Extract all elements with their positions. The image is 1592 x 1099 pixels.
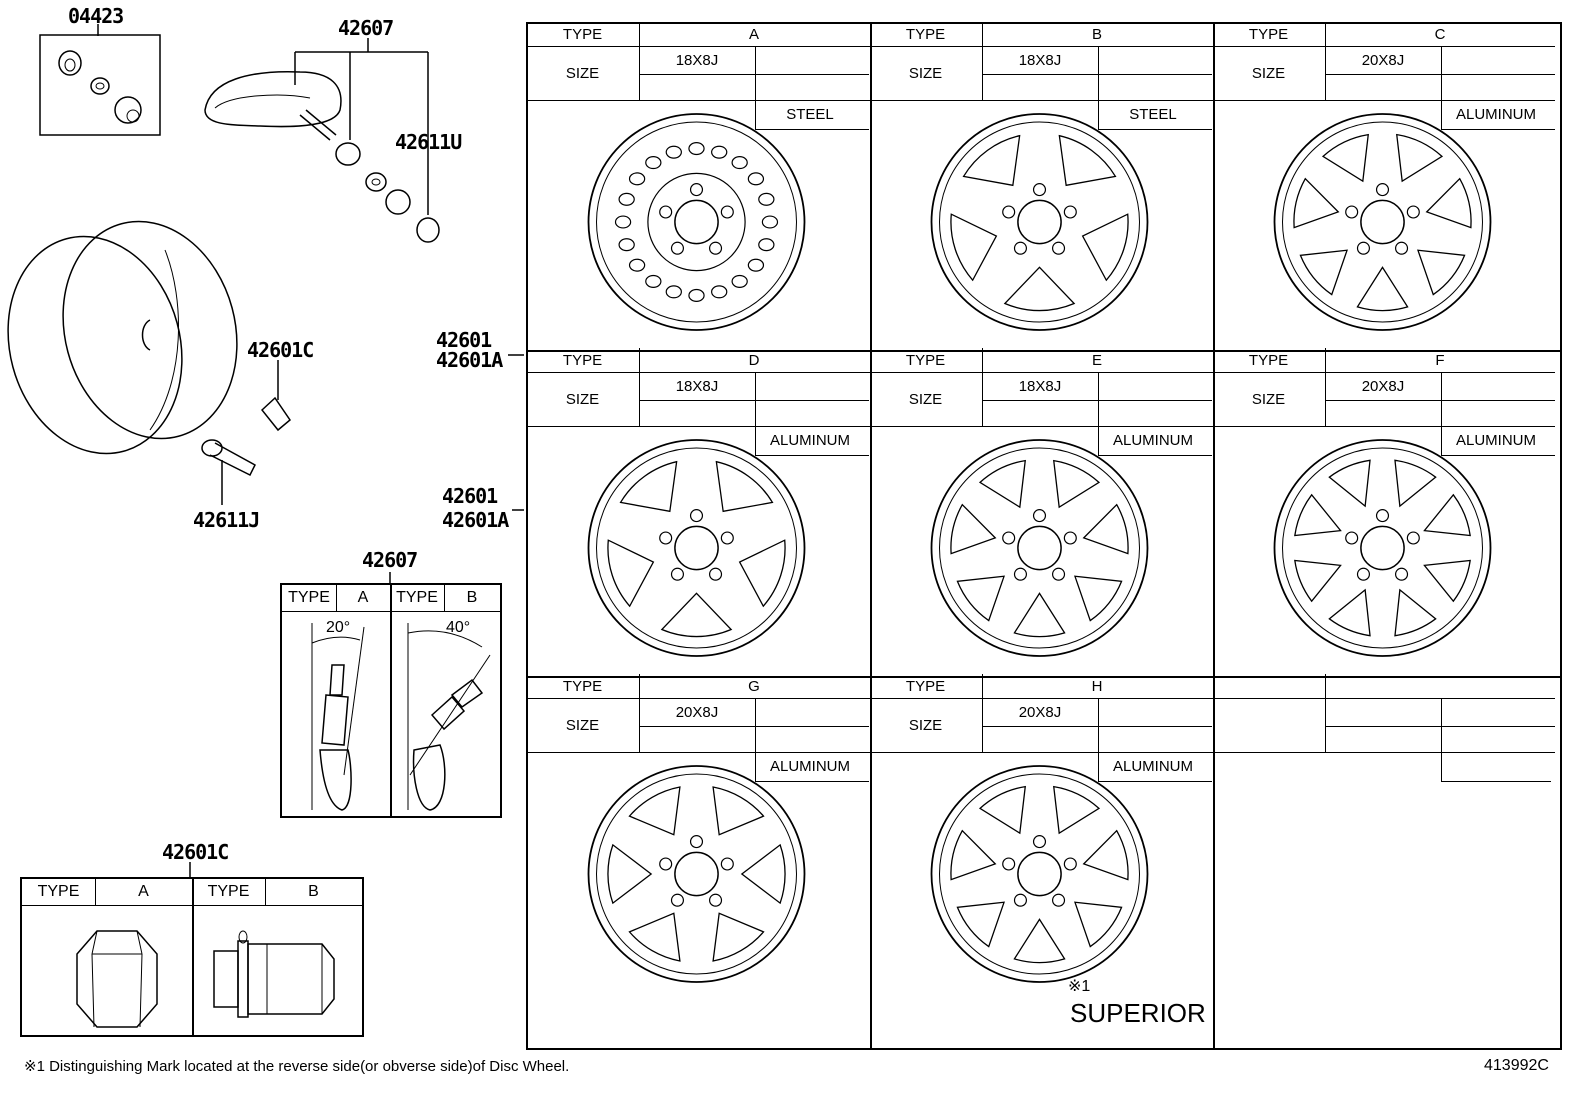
wheel-type-value: C bbox=[1434, 25, 1446, 43]
part-number-42601C-left: 42601C bbox=[247, 338, 314, 362]
wheel-type-value: F bbox=[1435, 351, 1445, 369]
size-label: SIZE bbox=[1251, 390, 1286, 408]
nut-type-b: B bbox=[308, 883, 319, 900]
wheel-size-value: 20X8J bbox=[1361, 51, 1405, 69]
size-label: SIZE bbox=[565, 716, 600, 734]
valve-angle-table: TYPE A TYPE B 20° 40° bbox=[280, 583, 502, 818]
wheel-material-value: STEEL bbox=[786, 106, 834, 123]
type-label: TYPE bbox=[1248, 351, 1289, 369]
valve-type-label-b: TYPE bbox=[396, 589, 438, 606]
valve-stem-icon bbox=[311, 623, 491, 811]
wheel-material-value: ALUMINUM bbox=[1455, 106, 1536, 123]
nut-type-label-a: TYPE bbox=[37, 883, 80, 900]
part-number-04423: 04423 bbox=[68, 4, 124, 28]
part-number-42601-row1: 42601 bbox=[436, 328, 492, 352]
wheel-icon bbox=[587, 765, 806, 983]
wheel-size-value: 20X8J bbox=[1361, 377, 1405, 395]
wheel-material-value: ALUMINUM bbox=[1455, 432, 1536, 449]
wheel-size-value: 20X8J bbox=[1018, 703, 1062, 721]
size-label: SIZE bbox=[1251, 64, 1286, 82]
wheel-icon bbox=[587, 113, 806, 331]
size-label: SIZE bbox=[565, 64, 600, 82]
nut-type-label-b: TYPE bbox=[207, 883, 250, 900]
wheel-material-value: ALUMINUM bbox=[769, 758, 850, 775]
type-label: TYPE bbox=[1248, 25, 1289, 43]
grade-superior: SUPERIOR bbox=[1070, 998, 1206, 1028]
type-label: TYPE bbox=[905, 25, 946, 43]
lug-nut-icon bbox=[76, 930, 335, 1028]
part-number-42601A-row2: 42601A bbox=[442, 508, 509, 532]
wheel-type-value: E bbox=[1091, 351, 1102, 369]
part-number-42607-box: 42607 bbox=[362, 548, 418, 572]
wheel-size-value: 18X8J bbox=[675, 51, 719, 69]
wheel-type-value: B bbox=[1091, 25, 1102, 43]
wheel-icon bbox=[1273, 439, 1492, 657]
part-number-42611U: 42611U bbox=[395, 130, 462, 154]
footnote: ※1 Distinguishing Mark located at the re… bbox=[24, 1058, 570, 1075]
valve-type-b: B bbox=[466, 589, 478, 606]
wheel-material-value: STEEL bbox=[1129, 106, 1177, 123]
mark-note: ※1 bbox=[1068, 978, 1091, 995]
wheel-size-value: 18X8J bbox=[1018, 377, 1062, 395]
wheel-icon bbox=[930, 765, 1149, 983]
part-number-42601C-box: 42601C bbox=[162, 840, 229, 864]
part-number-42601-row2: 42601 bbox=[442, 484, 498, 508]
size-label: SIZE bbox=[908, 390, 943, 408]
wheel-type-value: D bbox=[748, 351, 760, 369]
type-label: TYPE bbox=[905, 351, 946, 369]
valve-type-a: A bbox=[357, 589, 369, 606]
size-label: SIZE bbox=[908, 716, 943, 734]
lug-nut-table: TYPE A TYPE B bbox=[20, 877, 364, 1037]
wheel-size-value: 18X8J bbox=[1018, 51, 1062, 69]
wheel-size-value: 18X8J bbox=[675, 377, 719, 395]
part-number-42607-top: 42607 bbox=[338, 16, 394, 40]
nut-type-a: A bbox=[138, 883, 149, 900]
size-label: SIZE bbox=[908, 64, 943, 82]
wheel-icon bbox=[1273, 113, 1492, 331]
valve-angle-b: 40° bbox=[446, 619, 471, 636]
wheel-type-value: H bbox=[1091, 677, 1103, 695]
type-label: TYPE bbox=[905, 677, 946, 695]
wheel-material-value: ALUMINUM bbox=[1112, 758, 1193, 775]
type-label: TYPE bbox=[562, 25, 603, 43]
wheel-type-grid bbox=[526, 22, 1562, 1050]
wheel-size-value: 20X8J bbox=[675, 703, 719, 721]
wheel-material-value: ALUMINUM bbox=[1112, 432, 1193, 449]
wheel-icon bbox=[930, 439, 1149, 657]
size-label: SIZE bbox=[565, 390, 600, 408]
wheel-type-value: A bbox=[748, 25, 759, 43]
part-number-42611J: 42611J bbox=[193, 508, 260, 532]
wheel-type-value: G bbox=[748, 677, 760, 695]
valve-angle-a: 20° bbox=[326, 619, 351, 636]
type-label: TYPE bbox=[562, 677, 603, 695]
diagram-id: 413992C bbox=[1484, 1057, 1549, 1074]
type-label: TYPE bbox=[562, 351, 603, 369]
wheel-icon bbox=[930, 113, 1149, 331]
wheel-material-value: ALUMINUM bbox=[769, 432, 850, 449]
part-number-42601A-row1: 42601A bbox=[436, 348, 503, 372]
wheel-icon bbox=[587, 439, 806, 657]
valve-type-label-a: TYPE bbox=[288, 589, 330, 606]
